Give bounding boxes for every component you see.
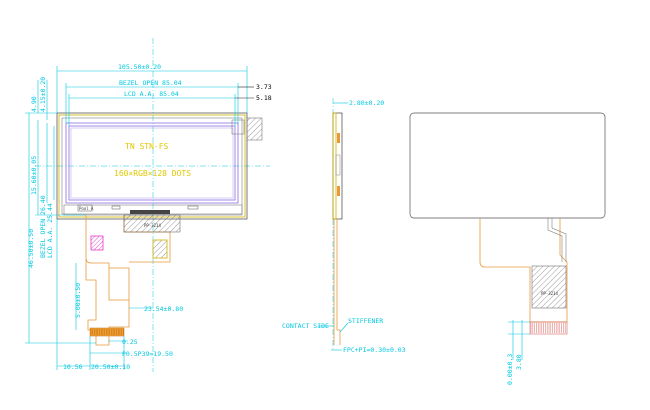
back-contact-lines — [530, 323, 566, 333]
finger-lines — [90, 329, 124, 335]
fpc-outline — [85, 215, 130, 346]
side-module-body — [332, 112, 343, 220]
side-bezel — [332, 112, 337, 220]
fpc-label-area — [123, 214, 181, 233]
side-tab-mid — [335, 154, 341, 176]
connector-pad — [152, 239, 168, 259]
side-view: 2.80±0.20 CONTACT SIDE STIFFENER FPC+PI=… — [282, 98, 406, 354]
left-mid-label-1: 15.60±0.05 — [30, 156, 38, 195]
contact-side-label: CONTACT SIDE — [282, 322, 329, 330]
back-view: PP-3214 0.00±0.3 3.80 — [409, 112, 606, 385]
aa-width-label: LCD A.A. 85.04 — [124, 90, 179, 98]
right-offset-2: 5.18 — [256, 94, 272, 102]
ic-pad-right — [187, 205, 199, 210]
back-cable — [547, 218, 563, 262]
side-tab-bottom — [337, 186, 340, 196]
pin-width-label: 0.25 — [122, 338, 138, 346]
bottom-mid-label: 20.50±0.10 — [91, 363, 130, 371]
back-dim-1: 0.00±0.3 — [506, 354, 514, 385]
back-module-body — [409, 112, 606, 219]
bottom-left-label: 10.56 — [63, 363, 83, 371]
back-dim-2: 3.80 — [515, 354, 523, 370]
active-area — [68, 125, 236, 201]
pin-pitch-label: P0.5P39=19.50 — [122, 350, 173, 358]
thickness-label: 2.80±0.20 — [349, 99, 384, 107]
right-offset-1: 3.73 — [256, 83, 272, 91]
stiffener-label: STIFFENER — [348, 317, 383, 325]
overall-height-label: 46.50±0.50 — [27, 229, 35, 268]
back-fpc-outline — [479, 218, 568, 323]
resolution-label: 160×RGB×128 DOTS — [114, 169, 191, 178]
fpc-offset-label: 23.54±0.80 — [144, 305, 183, 313]
overall-width-label: 105.50±0.20 — [118, 63, 161, 71]
fpc-thickness-label: FPC+PI=0.30±0.03 — [343, 346, 406, 354]
stamp-label: Pool A — [79, 206, 94, 211]
stiffener-leader — [339, 322, 349, 333]
ic-pad-left — [111, 205, 121, 210]
bezel-frame — [58, 114, 246, 218]
viewing-window — [65, 122, 239, 204]
fpc-label: PP-3214 — [144, 223, 161, 228]
fpc-tail — [108, 268, 129, 301]
side-fpc-2 — [336, 219, 341, 345]
driver-ic — [130, 210, 170, 214]
back-contacts — [529, 321, 568, 335]
window-type-label: TN STN-FS — [125, 142, 169, 151]
right-connector-tab — [246, 117, 263, 141]
side-tab-top — [337, 133, 340, 143]
gold-fingers — [89, 327, 125, 337]
active-area-inner — [70, 127, 234, 199]
bezel-width-label: BEZEL OPEN 85.04 — [119, 79, 182, 87]
bezel-height-label: BEZEL OPEN 26.40 — [39, 195, 47, 258]
back-fpc-label-area — [531, 265, 567, 309]
fpc-length-label: 5.00±0.50 — [74, 283, 82, 318]
back-fpc-label: PP-3214 — [541, 291, 558, 296]
left-top-label-2: 4.15±0.20 — [39, 77, 47, 112]
front-view: TN STN-FS 160×RGB×128 DOTS Pool A PP-321… — [25, 38, 272, 372]
component-pad — [90, 235, 104, 251]
aa-height-label: LCD A.A. 25.44 — [46, 203, 54, 258]
back-cable-2 — [551, 218, 567, 262]
left-top-label-1: 4.90 — [30, 96, 38, 112]
stamp-box — [77, 204, 93, 212]
